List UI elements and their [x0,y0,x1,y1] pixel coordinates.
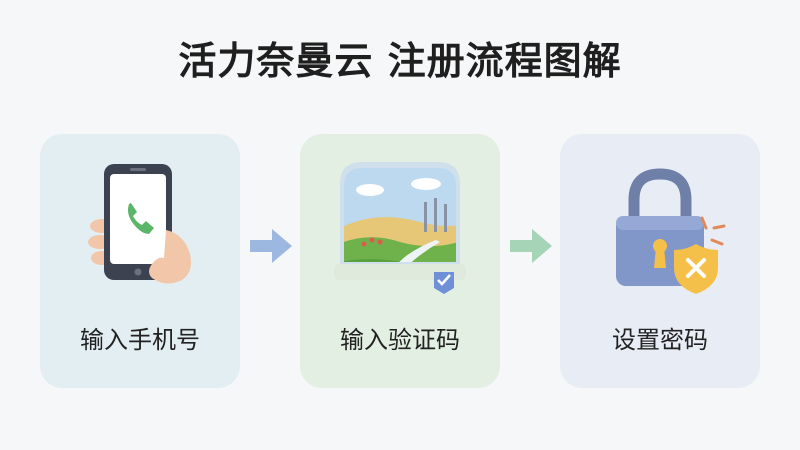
diagram-title: 活力奈曼云 注册流程图解 [178,39,622,83]
verification-landscape-icon [334,162,466,294]
arrow-right-icon [250,229,292,263]
padlock-shield-icon [616,168,726,294]
step-label-code: 输入验证码 [340,326,460,354]
step-label-phone: 输入手机号 [80,326,200,354]
step-card-password: 设置密码 [560,134,760,388]
step-card-code: 输入验证码 [300,134,500,388]
phone-in-hand-icon [88,164,191,284]
step-card-phone: 输入手机号 [40,134,240,388]
step-label-password: 设置密码 [612,326,708,354]
arrow-right-icon [510,229,552,263]
